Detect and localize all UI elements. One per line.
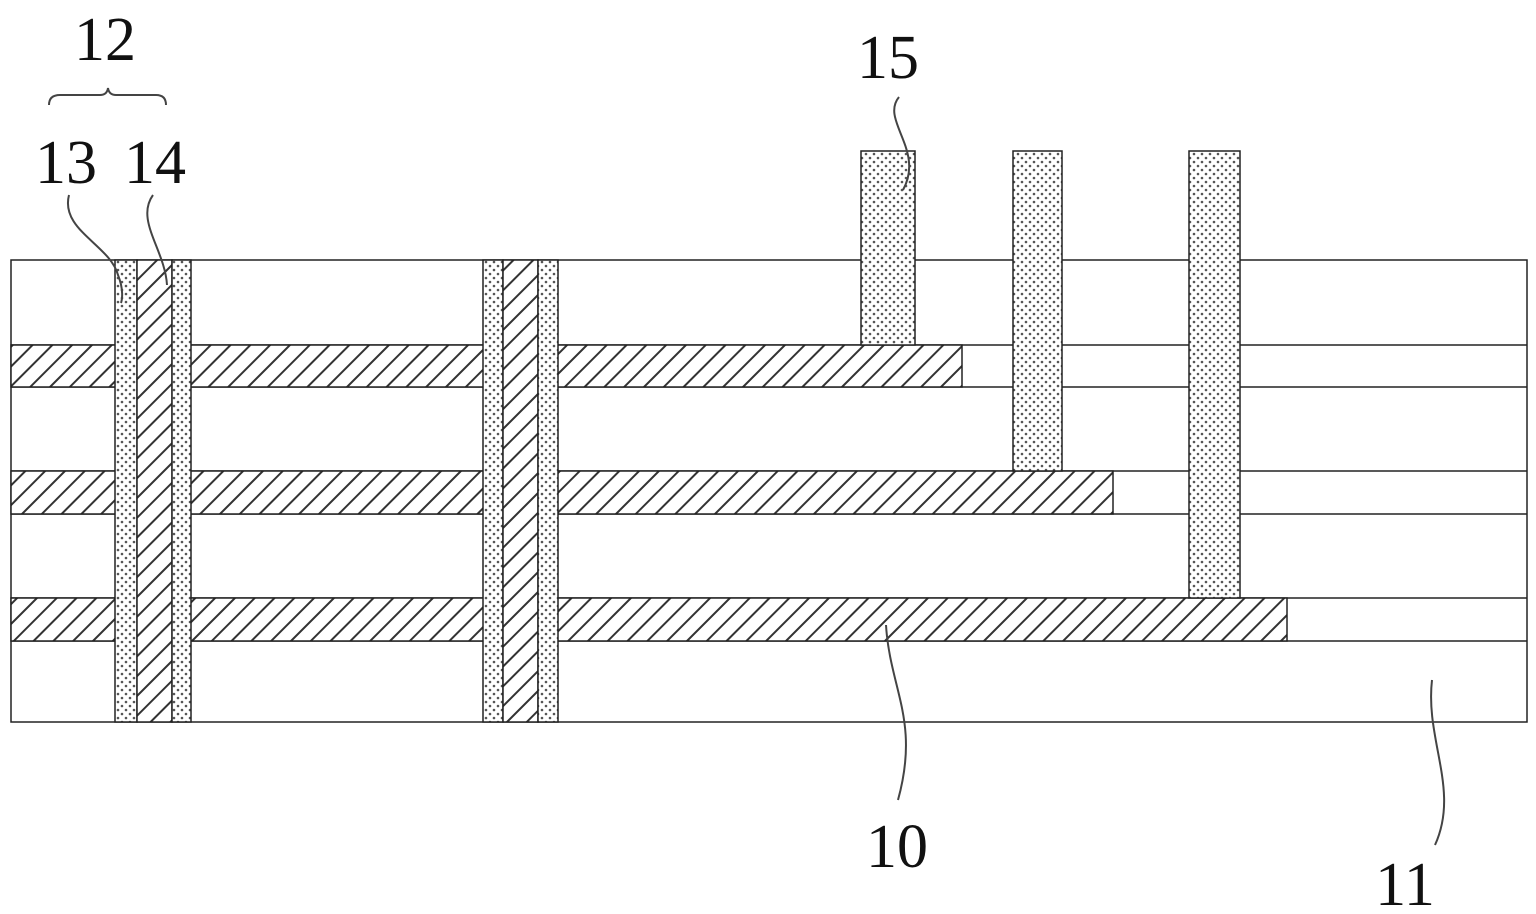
label-10: 10 [866, 813, 928, 881]
conductive-layer-3 [10, 597, 1288, 642]
label-15: 15 [857, 24, 919, 92]
label-12: 12 [74, 6, 136, 74]
brace-12 [48, 87, 167, 106]
contact-pillar-3 [1188, 150, 1241, 599]
conductive-layer-2 [10, 470, 1114, 515]
leader-11 [1430, 679, 1446, 846]
leader-13 [66, 194, 124, 304]
via-structure-2 [482, 259, 559, 723]
leader-15 [893, 96, 911, 191]
contact-pillar-2 [1012, 150, 1063, 472]
label-11: 11 [1375, 851, 1435, 914]
leader-10 [885, 624, 907, 801]
label-14: 14 [124, 129, 186, 197]
via-structure-1 [114, 259, 192, 723]
leader-14 [146, 194, 168, 286]
label-13: 13 [35, 129, 97, 197]
